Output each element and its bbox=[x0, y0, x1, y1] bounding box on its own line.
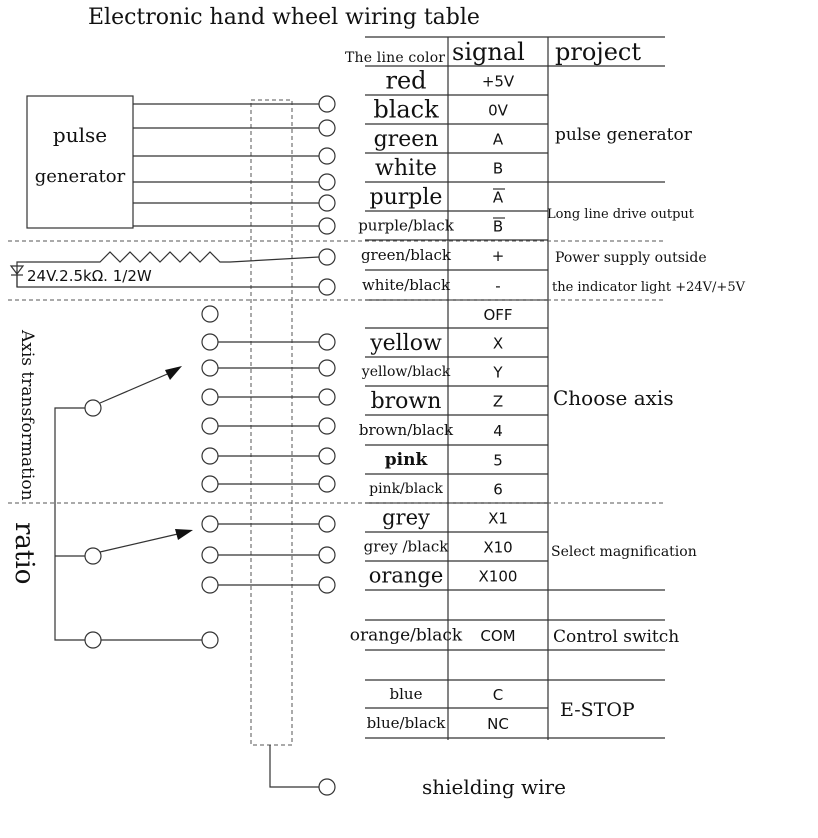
row-color: black bbox=[373, 95, 439, 123]
pulse-box-label: pulse bbox=[53, 123, 107, 147]
switch-contact bbox=[201, 417, 219, 435]
header-project: project bbox=[555, 38, 641, 66]
ratio-common-terminal bbox=[84, 547, 102, 565]
row-signal: NC bbox=[487, 715, 509, 733]
row-color: white bbox=[375, 156, 437, 181]
row-signal: Y bbox=[492, 364, 503, 382]
project-pulse-generator: pulse generator bbox=[555, 125, 693, 145]
project-power-2: the indicator light +24V/+5V bbox=[552, 280, 746, 295]
switch-contact bbox=[201, 576, 219, 594]
row-color: pink bbox=[385, 450, 429, 470]
switch-contact bbox=[201, 333, 219, 351]
pulse-generator-box bbox=[26, 95, 134, 229]
terminal bbox=[318, 194, 336, 212]
row-signal: X1 bbox=[488, 510, 508, 528]
row-signal: 0V bbox=[488, 102, 509, 120]
row-color: grey bbox=[382, 505, 430, 529]
row-color: grey /black bbox=[364, 537, 450, 555]
terminal bbox=[318, 388, 336, 406]
project-e-stop: E-STOP bbox=[560, 699, 635, 721]
arrow-icon bbox=[175, 529, 193, 540]
control-common-terminal bbox=[84, 631, 102, 649]
row-signal: + bbox=[492, 247, 505, 265]
row-color: orange/black bbox=[350, 626, 463, 646]
pulse-box-label-2: generator bbox=[35, 166, 126, 187]
terminal bbox=[318, 417, 336, 435]
row-signal: 4 bbox=[493, 422, 503, 440]
terminal bbox=[318, 333, 336, 351]
row-signal: +5V bbox=[482, 73, 515, 91]
row-color: purple/black bbox=[358, 216, 455, 234]
resistor-label: 24V.2.5kΩ. 1/2W bbox=[27, 267, 152, 285]
header-signal: signal bbox=[452, 38, 525, 66]
axis-transformation-label: Axis transformation bbox=[17, 329, 37, 501]
row-color: brown/black bbox=[359, 421, 454, 439]
terminal bbox=[318, 173, 336, 191]
row-color: blue/black bbox=[367, 714, 447, 732]
row-signal: X100 bbox=[479, 568, 518, 586]
row-color: green/black bbox=[361, 246, 452, 264]
row-signal: A bbox=[493, 131, 504, 149]
row-signal: A bbox=[493, 189, 504, 207]
shield-terminal bbox=[318, 778, 336, 796]
project-control-switch: Control switch bbox=[553, 627, 679, 647]
switch-contact bbox=[201, 515, 219, 533]
control-terminal bbox=[201, 631, 219, 649]
axis-switch-arm bbox=[99, 371, 173, 404]
row-color: red bbox=[385, 66, 426, 94]
row-signal: X10 bbox=[483, 539, 512, 557]
switch-contact bbox=[201, 305, 219, 323]
switch-contact bbox=[201, 546, 219, 564]
terminal bbox=[318, 95, 336, 113]
row-signal: C bbox=[493, 686, 503, 704]
row-color: yellow/black bbox=[361, 364, 451, 380]
row-color: brown bbox=[371, 389, 442, 414]
project-choose-axis: Choose axis bbox=[553, 386, 674, 410]
row-signal: - bbox=[495, 277, 500, 295]
terminal bbox=[318, 248, 336, 266]
row-color: orange bbox=[369, 563, 444, 587]
terminal bbox=[318, 475, 336, 493]
row-color: green bbox=[374, 127, 439, 152]
terminal bbox=[318, 546, 336, 564]
project-power-1: Power supply outside bbox=[555, 250, 707, 266]
row-signal: COM bbox=[480, 627, 515, 645]
terminal bbox=[318, 576, 336, 594]
terminal bbox=[318, 119, 336, 137]
row-signal: B bbox=[493, 218, 503, 236]
row-color: purple bbox=[370, 185, 443, 210]
terminal bbox=[318, 515, 336, 533]
row-signal: X bbox=[493, 335, 503, 353]
row-color: white/black bbox=[362, 276, 451, 294]
ratio-label: ratio bbox=[9, 522, 39, 584]
shielding-label: shielding wire bbox=[422, 775, 566, 799]
diagram-title: Electronic hand wheel wiring table bbox=[88, 5, 480, 30]
row-color: pink/black bbox=[369, 481, 443, 497]
terminal bbox=[318, 147, 336, 165]
switch-contact bbox=[201, 388, 219, 406]
switch-contact bbox=[201, 447, 219, 465]
terminal bbox=[318, 359, 336, 377]
row-signal: 6 bbox=[493, 481, 503, 499]
header-line-color: The line color bbox=[345, 50, 445, 66]
arrow-icon bbox=[165, 366, 182, 380]
switch-contact bbox=[201, 475, 219, 493]
terminal bbox=[318, 278, 336, 296]
axis-common-terminal bbox=[84, 399, 102, 417]
row-signal: Z bbox=[493, 393, 503, 411]
row-color: yellow bbox=[369, 331, 442, 356]
row-color: blue bbox=[390, 685, 423, 703]
terminal bbox=[318, 447, 336, 465]
switch-contact bbox=[201, 359, 219, 377]
project-select-magnification: Select magnification bbox=[551, 544, 697, 560]
wiring-table bbox=[8, 36, 665, 740]
shield-cable bbox=[250, 99, 293, 746]
row-signal: OFF bbox=[483, 306, 512, 324]
diode-icon bbox=[9, 265, 25, 275]
project-long-line: Long line drive output bbox=[547, 207, 695, 222]
terminal bbox=[318, 217, 336, 235]
row-signal: 5 bbox=[493, 452, 503, 470]
row-signal: B bbox=[493, 160, 503, 178]
ratio-switch-arm bbox=[99, 532, 183, 553]
